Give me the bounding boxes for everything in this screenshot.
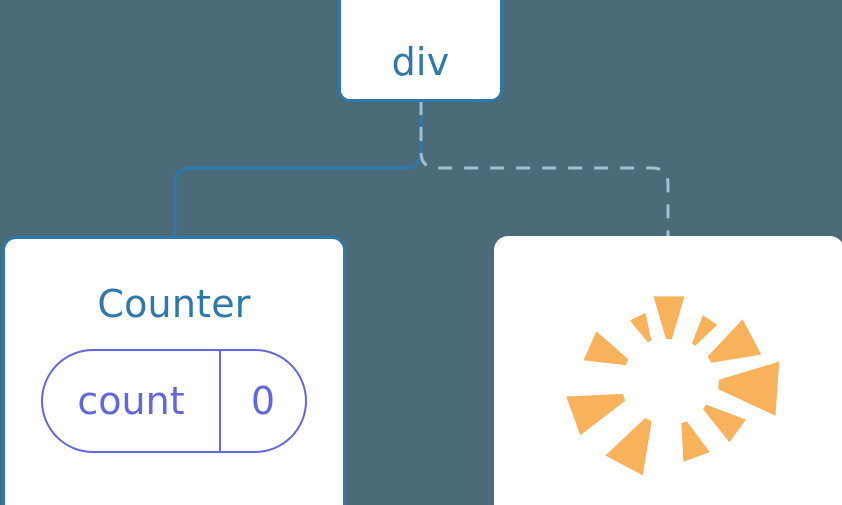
state-key-label: count [77,379,185,423]
burst-ray-8 [566,393,626,436]
state-pill-key: count [43,351,221,451]
edge-div-to-counter [173,99,423,239]
node-div[interactable]: div [338,0,503,102]
burst-ray-7 [605,418,652,476]
node-div-title: div [391,40,450,84]
state-pill-value: 0 [221,351,305,451]
state-value-label: 0 [250,379,276,423]
burst-ray-2 [691,315,718,346]
node-burst[interactable] [494,236,842,505]
burst-ray-9 [583,331,629,366]
burst-ray-6 [681,421,710,462]
edge-div-to-burst [419,101,670,237]
burst-ray-5 [702,404,746,443]
node-counter-title: Counter [97,282,251,326]
burst-ray-10 [630,313,652,343]
rerender-burst-icon [566,296,780,476]
burst-ray-4 [718,361,780,416]
node-counter[interactable]: Counter count 0 [2,236,346,505]
state-pill[interactable]: count 0 [41,349,307,453]
burst-ray-3 [707,319,762,363]
burst-ray-1 [653,296,685,340]
